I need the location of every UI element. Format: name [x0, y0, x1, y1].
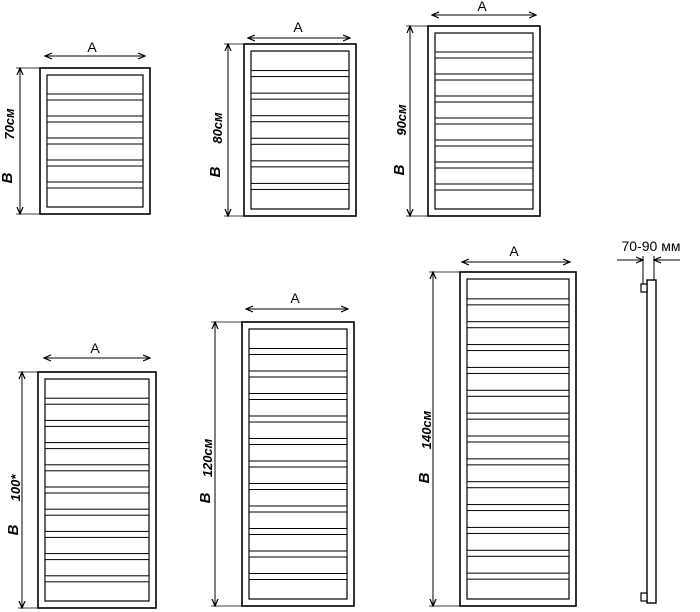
radiator-rail — [466, 366, 570, 374]
radiator-80: A B 80см — [207, 19, 357, 217]
radiator-rail — [250, 115, 350, 123]
radiator-rail — [248, 348, 348, 355]
radiator-rail — [466, 504, 570, 512]
radiator-rail — [44, 442, 150, 450]
radiator-rail — [466, 572, 570, 580]
width-label: A — [290, 290, 300, 306]
radiator-rail — [44, 419, 150, 427]
radiator-rail — [250, 92, 350, 100]
radiator-rail — [248, 460, 348, 468]
radiator-rail — [466, 458, 570, 466]
radiator-rail — [44, 508, 150, 516]
radiator-90: A B 90см — [391, 0, 541, 216]
height-letter: B — [207, 166, 224, 177]
radiator-rail — [46, 181, 144, 189]
radiator-rail — [248, 573, 348, 580]
mount-bracket-top — [640, 283, 648, 293]
side-view: 70-90 мм — [617, 238, 681, 604]
width-label: A — [90, 340, 100, 356]
radiator-rail — [250, 137, 350, 145]
radiator-rail — [248, 505, 348, 513]
radiator-side-profile — [646, 279, 657, 604]
radiator-rail — [46, 115, 144, 123]
radiator-rail — [434, 183, 534, 191]
radiator-rail — [248, 483, 348, 490]
width-label: A — [477, 0, 487, 14]
mount-bracket-bottom — [640, 592, 648, 602]
radiator-rail — [46, 159, 144, 167]
radiator-70: A B 70см — [0, 39, 151, 214]
radiator-rail — [466, 549, 570, 557]
radiator-140: A B 140см — [416, 243, 577, 606]
height-value: 90см — [394, 104, 409, 136]
radiator-rail — [434, 139, 534, 147]
radiator-inner-frame — [250, 50, 350, 210]
radiator-rail — [44, 553, 150, 561]
radiator-rail — [466, 435, 570, 443]
radiator-rail — [434, 73, 534, 81]
radiator-rail — [466, 298, 570, 306]
height-letter: B — [197, 492, 214, 503]
radiator-rail — [248, 550, 348, 558]
height-value: 80см — [210, 112, 225, 144]
radiator-rail — [250, 182, 350, 190]
radiator-rail — [248, 415, 348, 423]
width-label: A — [509, 243, 519, 259]
radiator-120: A B 120см — [197, 290, 355, 606]
height-letter: B — [5, 524, 22, 535]
height-letter: B — [0, 172, 16, 183]
radiator-rail — [466, 321, 570, 329]
radiator-rail — [44, 397, 150, 405]
width-label: A — [87, 39, 97, 55]
height-letter: B — [416, 472, 433, 483]
radiator-rail — [44, 486, 150, 494]
height-value: 120см — [200, 438, 215, 477]
radiator-frame — [243, 43, 357, 217]
radiator-100: A B 100* — [5, 340, 157, 608]
radiator-rail — [466, 344, 570, 352]
radiator-rail — [44, 464, 150, 472]
radiator-rail — [248, 528, 348, 535]
radiator-rail — [466, 481, 570, 489]
radiator-rail — [466, 389, 570, 397]
width-label: A — [293, 19, 303, 35]
radiator-rail — [248, 393, 348, 400]
radiator-rail — [46, 93, 144, 101]
height-value: 100* — [8, 474, 23, 502]
height-letter: B — [391, 164, 408, 175]
radiator-rail — [434, 51, 534, 59]
height-value: 70см — [2, 108, 17, 140]
radiator-rail — [44, 530, 150, 538]
radiator-rail — [466, 526, 570, 534]
radiator-rail — [250, 160, 350, 168]
radiator-rail — [44, 575, 150, 583]
radiator-rail — [466, 412, 570, 420]
radiator-rail — [248, 370, 348, 378]
radiator-rail — [434, 161, 534, 169]
radiator-rail — [434, 117, 534, 125]
radiator-rail — [434, 95, 534, 103]
height-value: 140см — [419, 410, 434, 449]
radiator-rail — [248, 438, 348, 445]
radiator-rail — [250, 70, 350, 78]
radiator-rail — [46, 137, 144, 145]
depth-label: 70-90 мм — [622, 238, 681, 254]
